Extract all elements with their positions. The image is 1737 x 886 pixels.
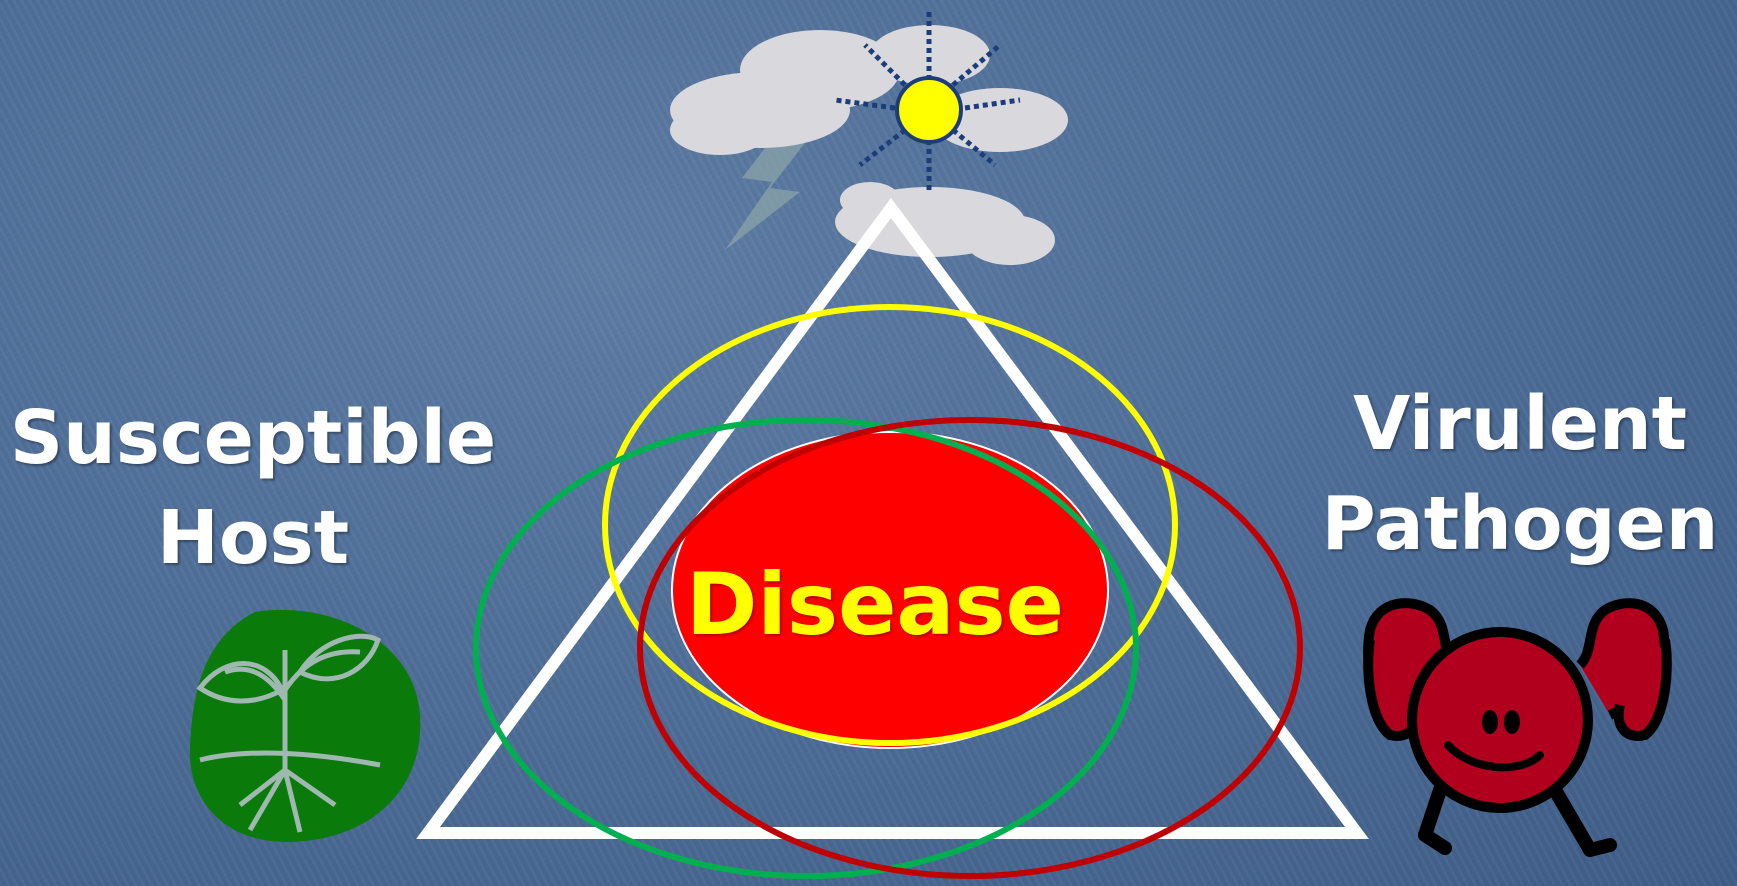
host-label-line2: Host <box>8 488 498 588</box>
host-label: Susceptible Host <box>8 388 498 588</box>
disease-label: Disease <box>670 550 1080 660</box>
cloud-upper <box>670 25 1068 155</box>
plant-seedling-icon <box>190 610 420 842</box>
cloud-lower <box>835 182 1055 265</box>
weather-cloud-sun-lightning-icon <box>670 10 1068 265</box>
pathogen-label: Virulent Pathogen <box>1310 374 1730 574</box>
host-label-line1: Susceptible <box>8 388 498 488</box>
pathogen-label-line2: Pathogen <box>1310 474 1730 574</box>
strong-microbe-icon <box>1368 603 1667 850</box>
pathogen-label-line1: Virulent <box>1310 374 1730 474</box>
sun <box>897 78 961 142</box>
